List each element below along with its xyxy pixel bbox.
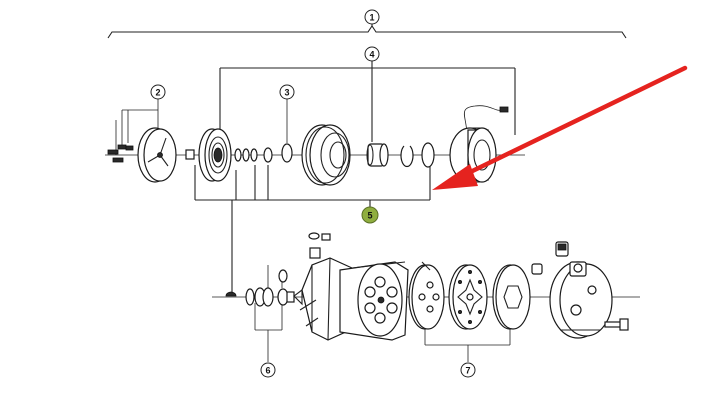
- rear-head: [531, 241, 629, 339]
- callout-6: 6: [260, 362, 276, 378]
- group-bracket-5: [194, 165, 431, 207]
- field-coil: [449, 105, 509, 183]
- assembly-bracket-1: [107, 23, 627, 39]
- callout-5-label: 5: [367, 211, 372, 221]
- callout-5: 5: [361, 206, 379, 224]
- lower-shaft-seal-parts: [225, 269, 295, 307]
- red-arrow: [432, 65, 688, 190]
- callout-4-label: 4: [369, 50, 374, 60]
- callout-3-label: 3: [284, 88, 289, 98]
- callout-3: 3: [279, 84, 295, 100]
- group-bracket-4: [219, 60, 516, 142]
- callout-2: 2: [150, 84, 166, 100]
- callout-2-label: 2: [155, 88, 160, 98]
- shaft-nut: [185, 149, 195, 160]
- armature-plate: [198, 128, 232, 182]
- leaders-2: [115, 99, 159, 155]
- callout-1-label: 1: [369, 13, 374, 23]
- front-housing: [293, 232, 409, 341]
- group-bracket-6: [231, 200, 283, 362]
- callout-7: 7: [460, 362, 476, 378]
- callout-6-label: 6: [265, 366, 270, 376]
- callout-7-label: 7: [465, 366, 470, 376]
- callout-1: 1: [364, 9, 380, 25]
- bearing: [366, 143, 389, 167]
- spacer: [281, 143, 293, 163]
- shims: [234, 147, 273, 163]
- snap-rings: [400, 142, 435, 168]
- valve-plates: [408, 261, 531, 362]
- dust-cover: [137, 127, 177, 183]
- callout-4: 4: [364, 46, 380, 62]
- screws: [107, 144, 134, 163]
- pulley: [301, 124, 351, 186]
